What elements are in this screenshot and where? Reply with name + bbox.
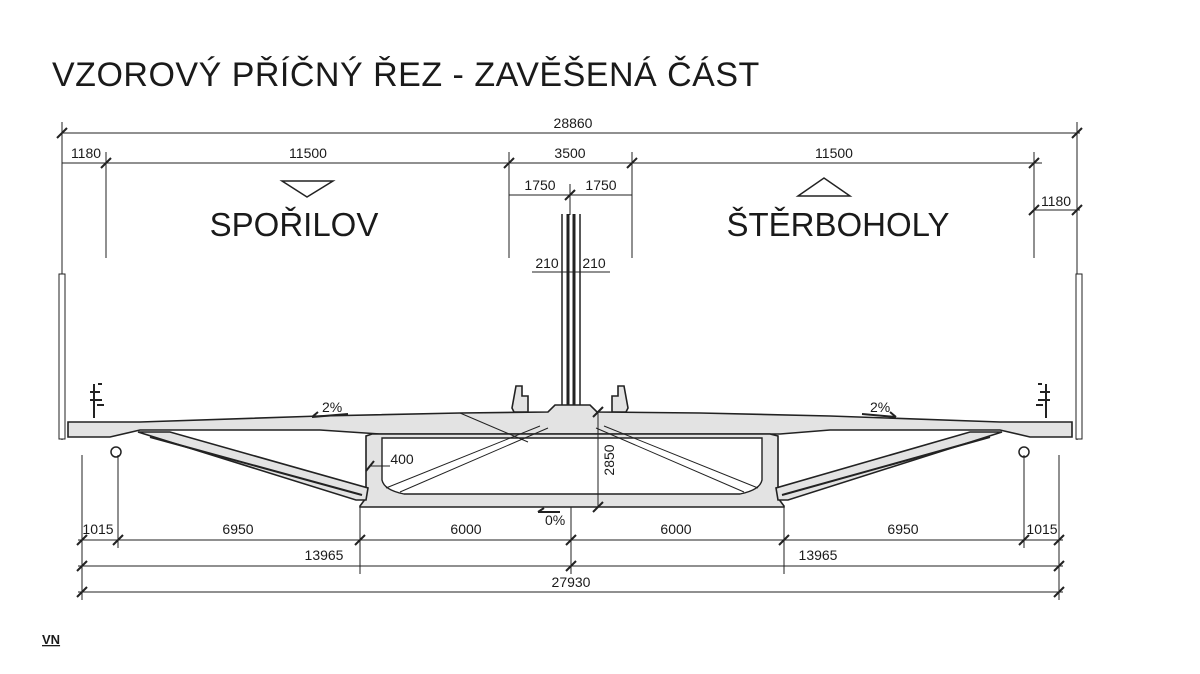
dim-left-deck: 11500: [289, 145, 327, 161]
railing-left: [90, 383, 104, 418]
bearing-left-icon: [110, 446, 122, 458]
dim-right-edge: 1180: [1041, 193, 1071, 209]
box-void: [381, 437, 763, 495]
dim-height: 2850: [601, 444, 617, 475]
slope-right-arrow-icon: [861, 411, 897, 418]
dim-bottom-6: 1015: [1026, 521, 1057, 537]
dim-center: 3500: [554, 145, 585, 161]
central-barrier-left: [511, 385, 529, 413]
deck-slab: [67, 404, 1073, 438]
pylon-cables: [561, 214, 581, 405]
central-barrier-right: [611, 385, 629, 413]
dim-total-bottom: 27930: [552, 574, 591, 590]
direction-right-label: ŠTĚRBOHOLY: [726, 206, 949, 243]
dim-center-half-right: 1750: [585, 177, 616, 193]
dim-total-top: 28860: [554, 115, 593, 131]
dim-bottom-5: 6950: [887, 521, 918, 537]
slope-bottom: 0%: [545, 512, 565, 528]
bottom-dimension-labels: 1015 6950 6000 6000 6950 1015 13965 1396…: [82, 521, 1057, 590]
direction-left: SPOŘILOV: [210, 180, 379, 243]
slope-left-arrow-icon: [311, 411, 349, 418]
noise-barrier-left: [58, 273, 66, 440]
dim-pylon-right: 210: [582, 255, 606, 271]
section-dimensions: 400 2850 2% 2% 0%: [311, 399, 897, 528]
dim-right-deck: 11500: [815, 145, 853, 161]
slope-left: 2%: [322, 399, 342, 415]
dim-bottom-3: 6000: [450, 521, 481, 537]
dim-bottom-2: 6950: [222, 521, 253, 537]
slope-right: 2%: [870, 399, 890, 415]
direction-right: ŠTĚRBOHOLY: [726, 177, 950, 243]
slope-bottom-arrow-icon: [537, 507, 560, 513]
dim-bottom-1: 1015: [82, 521, 113, 537]
direction-down-triangle-icon: [279, 180, 336, 198]
railing-right: [1036, 383, 1050, 418]
noise-barrier-right: [1075, 273, 1083, 440]
bottom-dimension-lines: [76, 455, 1065, 600]
dim-bottom-4: 6000: [660, 521, 691, 537]
direction-up-triangle-icon: [795, 177, 853, 197]
direction-left-label: SPOŘILOV: [210, 206, 379, 243]
dim-left-edge: 1180: [71, 145, 101, 161]
dim-center-half-left: 1750: [524, 177, 555, 193]
dim-half-left: 13965: [305, 547, 344, 563]
railings: [58, 273, 1083, 440]
dim-web: 400: [390, 451, 414, 467]
dim-half-right: 13965: [799, 547, 838, 563]
box-girder: [67, 404, 1073, 508]
top-dimension-labels: 28860 1180 11500 3500 11500 1750 1750 11…: [71, 115, 1071, 271]
page-title: VZOROVÝ PŘÍČNÝ ŘEZ - ZAVĚŠENÁ ČÁST: [52, 56, 760, 94]
dim-pylon-left: 210: [535, 255, 559, 271]
footer-mark: VN: [42, 632, 60, 647]
